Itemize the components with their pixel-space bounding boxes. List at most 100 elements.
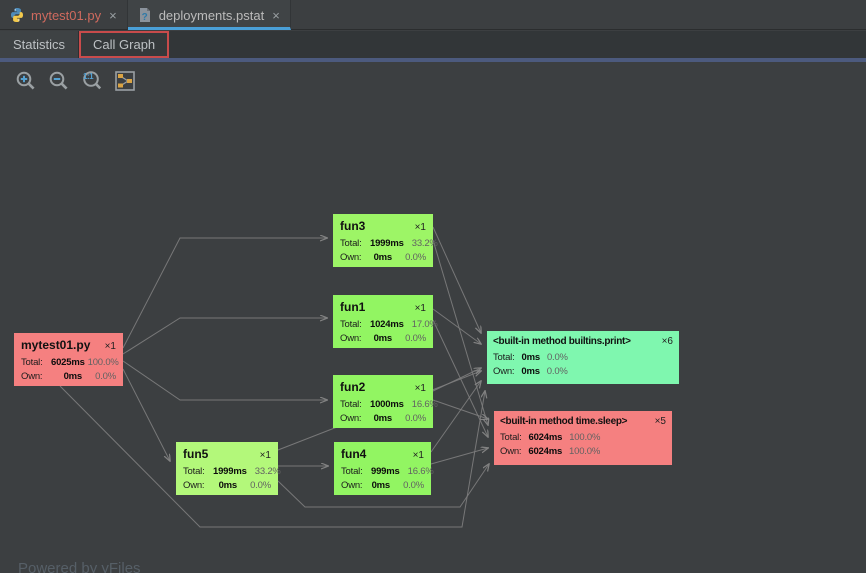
node-header: mytest01.py×1: [21, 338, 116, 352]
total-percent: 33.2%: [411, 238, 438, 249]
graph-toolbar: 1:1: [14, 69, 137, 93]
zoom-in-button[interactable]: [14, 69, 38, 93]
own-label: Own:: [340, 252, 362, 263]
own-value: 0ms: [63, 371, 83, 382]
own-value: 0ms: [373, 252, 393, 263]
total-label: Total:: [21, 357, 43, 368]
fit-content-button[interactable]: [113, 69, 137, 93]
node-total-row: Total: 999ms 16.6%: [341, 465, 434, 479]
total-value: 0ms: [521, 352, 541, 363]
node-call-count: ×5: [654, 416, 666, 427]
svg-text:?: ?: [141, 12, 147, 23]
call-edge-mytest01-fun5: [122, 368, 170, 461]
profiler-tab-bar: Statistics Call Graph: [0, 31, 866, 58]
call-edge-fun4-sleep: [430, 448, 488, 465]
node-total-row: Total: 1999ms 33.2%: [340, 237, 438, 251]
own-percent: 0.0%: [546, 366, 568, 377]
own-value: 6024ms: [528, 446, 563, 457]
total-percent: 100.0%: [87, 357, 119, 368]
own-label: Own:: [340, 413, 362, 424]
unknown-file-icon: ?: [137, 7, 153, 23]
editor-tab-deployments-pstat[interactable]: ? deployments.pstat ×: [127, 0, 291, 30]
node-title: fun2: [340, 380, 366, 394]
own-value: 0ms: [373, 333, 393, 344]
total-value: 1999ms: [213, 466, 247, 477]
call-edge-fun1-print: [432, 308, 481, 344]
tab-statistics[interactable]: Statistics: [0, 31, 80, 58]
editor-tab-label: deployments.pstat: [158, 7, 265, 23]
total-label: Total:: [341, 466, 363, 477]
total-label: Total:: [493, 352, 515, 363]
zoom-out-button[interactable]: [47, 69, 71, 93]
total-label: Total:: [340, 319, 362, 330]
editor-tab-label: mytest01.py: [31, 7, 102, 23]
own-percent: 0.0%: [95, 371, 116, 382]
call-edge-mytest01-fun2: [122, 360, 327, 400]
call-edge-fun1-sleep: [432, 319, 488, 437]
total-value: 1000ms: [370, 399, 404, 410]
node-call-count: ×1: [414, 383, 426, 394]
total-percent: 16.6%: [411, 399, 438, 410]
editor-tab-bar: mytest01.py × ? deployments.pstat ×: [0, 0, 866, 30]
tab-call-graph-label: Call Graph: [93, 37, 156, 52]
close-icon[interactable]: ×: [272, 7, 280, 23]
node-header: fun1 ×1: [340, 300, 426, 314]
node-call-count: ×1: [414, 303, 426, 314]
actual-size-button[interactable]: 1:1: [80, 69, 104, 93]
total-percent: 0.0%: [546, 352, 568, 363]
fit-content-icon: [115, 71, 135, 91]
editor-tab-mytest01[interactable]: mytest01.py ×: [0, 0, 128, 30]
node-title: fun1: [340, 300, 366, 314]
own-percent: 0.0%: [403, 480, 424, 491]
node-title: <built-in method builtins.print>: [493, 336, 631, 347]
node-call-count: ×6: [661, 336, 673, 347]
own-percent: 100.0%: [569, 446, 601, 457]
node-title: fun3: [340, 219, 366, 233]
call-edge-mytest01-fun3: [122, 238, 327, 349]
node-header: fun2 ×1: [340, 380, 426, 394]
own-label: Own:: [340, 333, 362, 344]
own-value: 0ms: [521, 366, 540, 377]
zoom-out-icon: [49, 71, 68, 90]
total-value: 999ms: [371, 466, 400, 477]
node-title: <built-in method time.sleep>: [500, 416, 628, 427]
zoom-in-icon: [16, 71, 35, 90]
total-label: Total:: [500, 432, 522, 443]
call-edge-fun2-sleep: [432, 399, 488, 419]
total-label: Total:: [340, 238, 362, 249]
own-label: Own:: [183, 480, 205, 491]
total-value: 1999ms: [370, 238, 404, 249]
total-percent: 33.2%: [254, 466, 281, 477]
call-edge-fun3-print: [432, 226, 481, 333]
node-call-count: ×1: [104, 341, 116, 352]
close-icon[interactable]: ×: [109, 7, 117, 23]
own-percent: 0.0%: [405, 413, 426, 424]
call-edge-fun2-print: [432, 368, 481, 392]
call-edge-mytest01-fun1: [122, 318, 327, 355]
total-label: Total:: [340, 399, 362, 410]
total-percent: 16.6%: [407, 466, 434, 477]
total-percent: 17.0%: [411, 319, 438, 330]
own-label: Own:: [500, 446, 522, 457]
tab-call-graph[interactable]: Call Graph: [79, 31, 170, 58]
own-label: Own:: [341, 480, 363, 491]
own-value: 0ms: [218, 480, 238, 491]
